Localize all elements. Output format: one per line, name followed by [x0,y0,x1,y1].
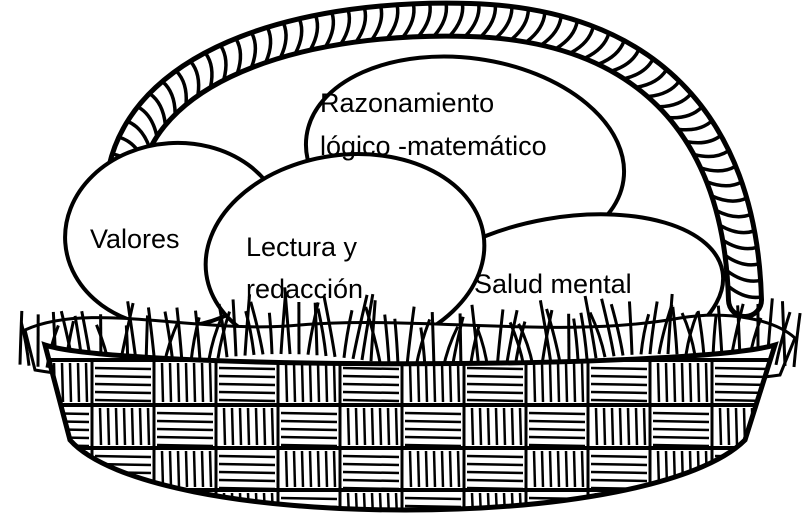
rope-twists [112,3,762,300]
label-salud: Salud mental [474,269,632,299]
label-valores: Valores [90,224,180,254]
basket-body [41,341,779,513]
egg-labels: Valores Lectura y redacción Razonamiento… [90,88,632,304]
basket-handle [106,0,764,319]
eggs [63,54,726,388]
label-lectura: Lectura y redacción [246,232,365,304]
label-razonamiento: Razonamiento lógico -matemático [320,88,547,161]
